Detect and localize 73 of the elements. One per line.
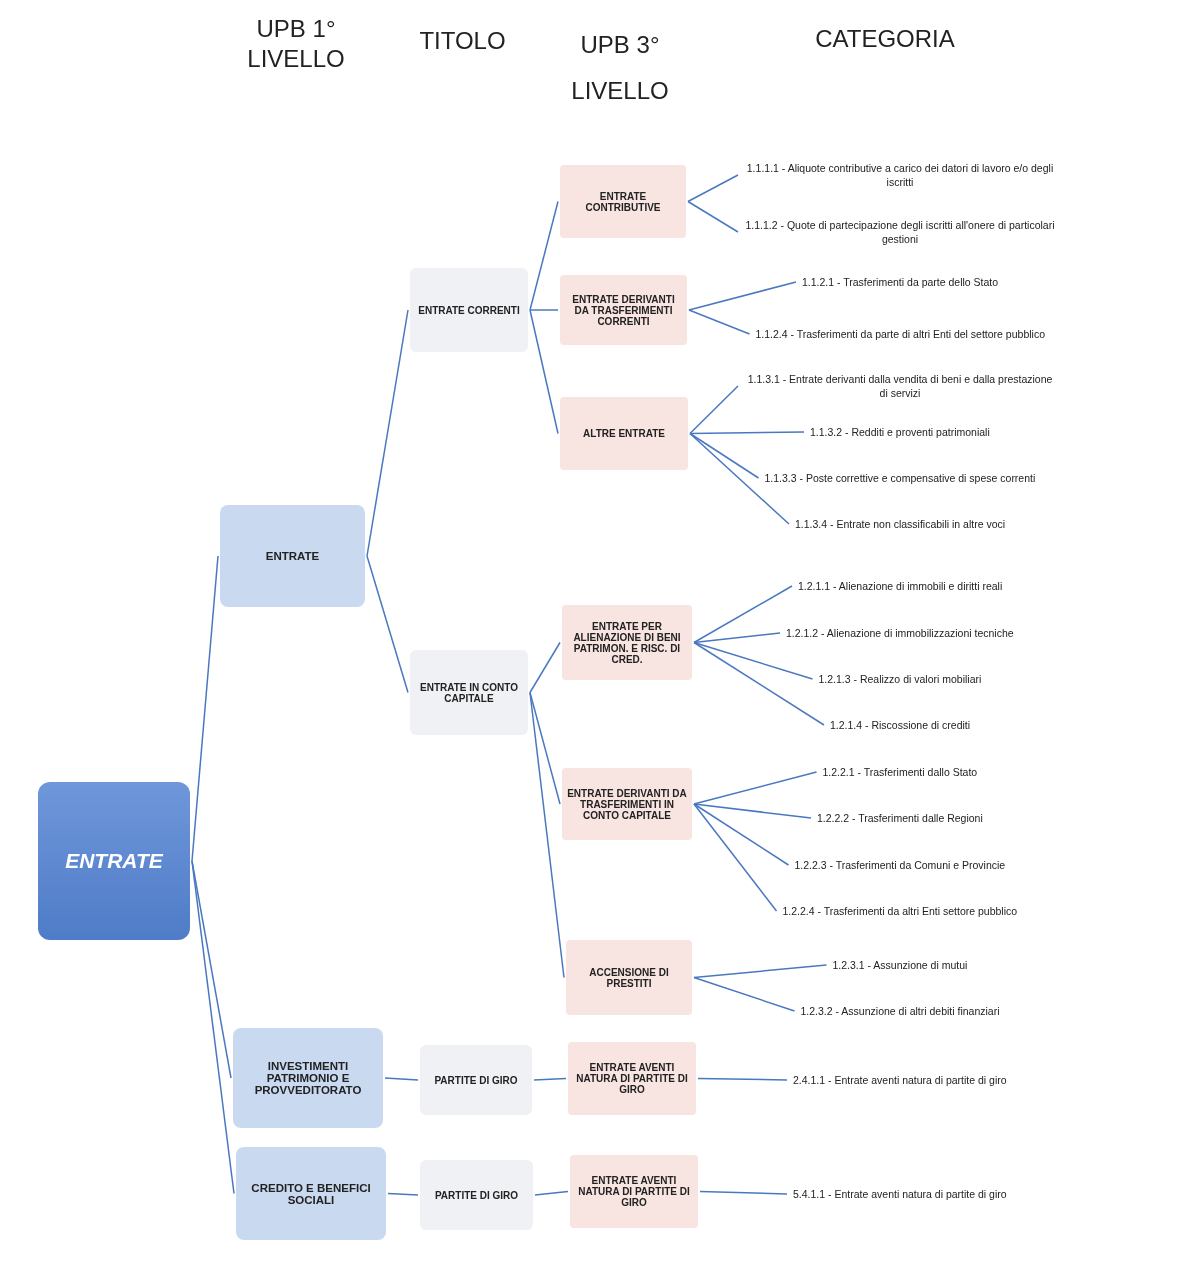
connector-line xyxy=(366,555,409,694)
title-box: ENTRATE CORRENTI xyxy=(410,268,528,352)
category-text: 1.1.3.1 - Entrate derivanti dalla vendita di beni e dalla prestazione di servizi xyxy=(740,372,1060,401)
connector-line xyxy=(529,691,565,979)
level-box: ENTRATE AVENTI NATURA DI PARTITE DI GIRO xyxy=(570,1155,698,1228)
connector-line xyxy=(689,432,790,525)
connector-line xyxy=(693,585,793,644)
category-text: 1.2.1.2 - Alienazione di immobilizzazioni tecniche xyxy=(782,626,1018,641)
category-text: 1.1.3.2 - Redditi e proventi patrimoniali xyxy=(806,425,994,440)
category-text: 1.2.1.4 - Riscossione di crediti xyxy=(826,718,975,733)
connector-line xyxy=(689,432,760,479)
connector-line xyxy=(693,803,778,912)
column-header: UPB 1° LIVELLO xyxy=(246,14,346,74)
level-box: ACCENSIONE DI PRESTITI xyxy=(566,940,692,1015)
category-text: 1.1.2.1 - Trasferimenti da parte dello Stato xyxy=(798,275,1003,290)
level-box: ENTRATE AVENTI NATURA DI PARTITE DI GIRO xyxy=(568,1042,696,1115)
root-box: ENTRATE xyxy=(38,782,190,940)
connector-line xyxy=(693,964,828,979)
category-text: 2.4.1.1 - Entrate aventi natura di partite di giro xyxy=(789,1073,1011,1088)
connector-line xyxy=(689,431,805,435)
category-text: 1.1.1.1 - Aliquote contributive a carico dei datori di lavoro e/o degli iscritti xyxy=(740,161,1060,190)
level-box: CREDITO E BENEFICI SOCIALI xyxy=(236,1147,386,1240)
category-text: 1.2.2.1 - Trasferimenti dallo Stato xyxy=(818,765,982,780)
connector-line xyxy=(366,309,409,557)
category-text: 1.2.2.3 - Trasferimenti da Comuni e Provincie xyxy=(790,858,1010,873)
connector-line xyxy=(529,309,559,311)
level-box: ENTRATE CONTRIBUTIVE xyxy=(560,165,686,238)
connector-line xyxy=(529,641,561,694)
connector-line xyxy=(529,200,559,311)
level-box: ALTRE ENTRATE xyxy=(560,397,688,470)
category-text: 1.2.1.3 - Realizzo di valori mobiliari xyxy=(814,672,986,687)
connector-line xyxy=(693,641,825,726)
connector-line xyxy=(693,803,812,819)
connector-line xyxy=(693,803,790,866)
column-header: UPB 3° LIVELLO xyxy=(570,30,670,106)
connector-line xyxy=(384,1077,419,1081)
category-text: 1.1.3.4 - Entrate non classificabili in altre voci xyxy=(791,517,1010,532)
connector-line xyxy=(529,309,559,435)
level-box: INVESTIMENTI PATRIMONIO E PROVVEDITORATO xyxy=(233,1028,383,1128)
title-box: ENTRATE IN CONTO CAPITALE xyxy=(410,650,528,735)
column-header: CATEGORIA xyxy=(814,24,956,54)
connector-line xyxy=(687,174,739,203)
title-box: PARTITE DI GIRO xyxy=(420,1045,532,1115)
category-text: 1.1.3.3 - Poste correttive e compensative di spese correnti xyxy=(760,471,1040,486)
connector-line xyxy=(697,1077,788,1081)
connector-line xyxy=(191,860,235,1195)
connector-line xyxy=(688,281,797,311)
level-box: ENTRATE xyxy=(220,505,365,607)
category-text: 1.2.1.1 - Alienazione di immobili e diritti reali xyxy=(794,579,1007,594)
connector-line xyxy=(693,632,781,644)
category-text: 1.2.3.2 - Assunzione di altri debiti finanziari xyxy=(796,1004,1004,1019)
category-text: 1.1.2.4 - Trasferimenti da parte di altri Enti del settore pubblico xyxy=(751,327,1049,342)
level-box: ENTRATE DERIVANTI DA TRASFERIMENTI IN CONTO CAPITALE xyxy=(562,768,692,840)
category-text: 1.2.2.2 - Trasferimenti dalle Regioni xyxy=(813,811,987,826)
connector-line xyxy=(387,1192,419,1196)
connector-line xyxy=(534,1190,569,1196)
connector-line xyxy=(689,385,739,435)
title-box: PARTITE DI GIRO xyxy=(420,1160,533,1230)
category-text: 5.4.1.1 - Entrate aventi natura di partite di giro xyxy=(789,1187,1011,1202)
column-header: TITOLO xyxy=(418,26,507,56)
connector-line xyxy=(693,641,814,680)
connector-line xyxy=(687,200,739,233)
connector-line xyxy=(699,1190,788,1195)
level-box: ENTRATE DERIVANTI DA TRASFERIMENTI CORRENTI xyxy=(560,275,687,345)
category-text: 1.2.2.4 - Trasferimenti da altri Enti settore pubblico xyxy=(778,904,1022,919)
connector-line xyxy=(191,555,219,862)
category-text: 1.2.3.1 - Assunzione di mutui xyxy=(828,958,972,973)
connector-line xyxy=(688,309,751,335)
connector-line xyxy=(533,1077,567,1081)
category-text: 1.1.1.2 - Quote di partecipazione degli iscritti all'onere di particolari gestioni xyxy=(740,218,1060,247)
connector-line xyxy=(693,976,796,1012)
level-box: ENTRATE PER ALIENAZIONE DI BENI PATRIMON. E RISC. DI CRED. xyxy=(562,605,692,680)
connector-line xyxy=(693,771,818,805)
